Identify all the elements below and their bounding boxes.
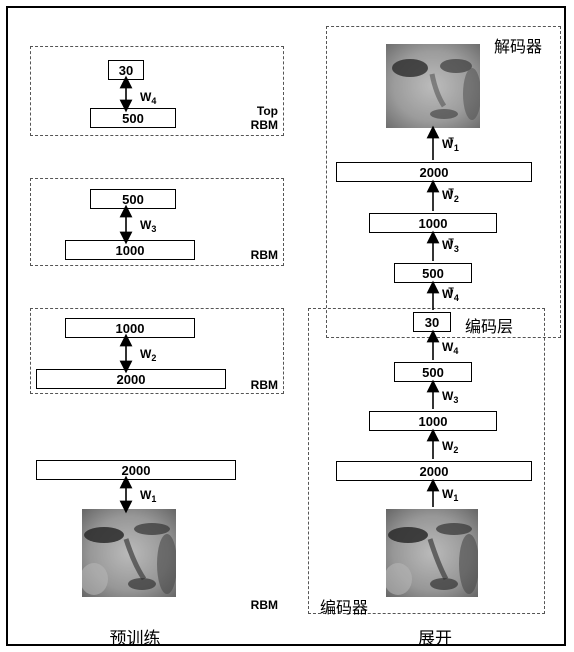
arrow-layer (0, 0, 574, 652)
